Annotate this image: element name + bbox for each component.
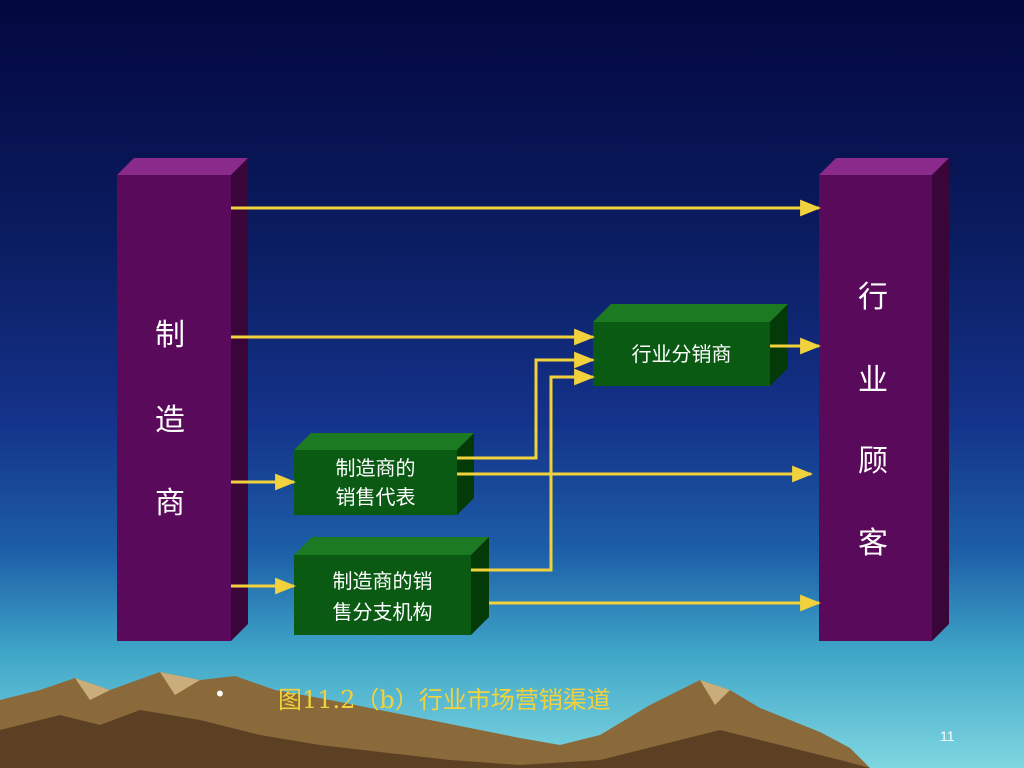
customer-char-3: 顾: [858, 444, 888, 479]
sales-rep-label-line-2: 销售代表: [335, 485, 416, 509]
customer-pillar: [819, 158, 949, 641]
customer-char-2: 业: [858, 363, 888, 398]
arrow-rep-to-distributor: [457, 351, 596, 460]
manufacturer-pillar: [117, 158, 248, 641]
page-number: 11: [940, 728, 955, 744]
sales-branch-label-line-2: 售分支机构: [332, 600, 433, 624]
manufacturer-char-1: 制: [155, 318, 185, 353]
customer-char-1: 行: [858, 280, 888, 315]
mountain-range: [0, 672, 870, 768]
distributor-label: 行业分销商: [631, 342, 732, 366]
caption-bullet: •: [214, 682, 226, 706]
manufacturer-char-3: 商: [155, 486, 185, 521]
sales-branch-label-line-1: 制造商的销: [332, 569, 433, 593]
manufacturer-char-2: 造: [155, 403, 185, 438]
figure-caption: 图11.2（b）行业市场营销渠道: [278, 686, 611, 714]
sales-branch-box: [294, 537, 489, 635]
customer-char-4: 客: [858, 526, 888, 561]
arrow-branch-to-distributor: [471, 368, 596, 572]
sales-rep-label-line-1: 制造商的: [335, 456, 416, 480]
